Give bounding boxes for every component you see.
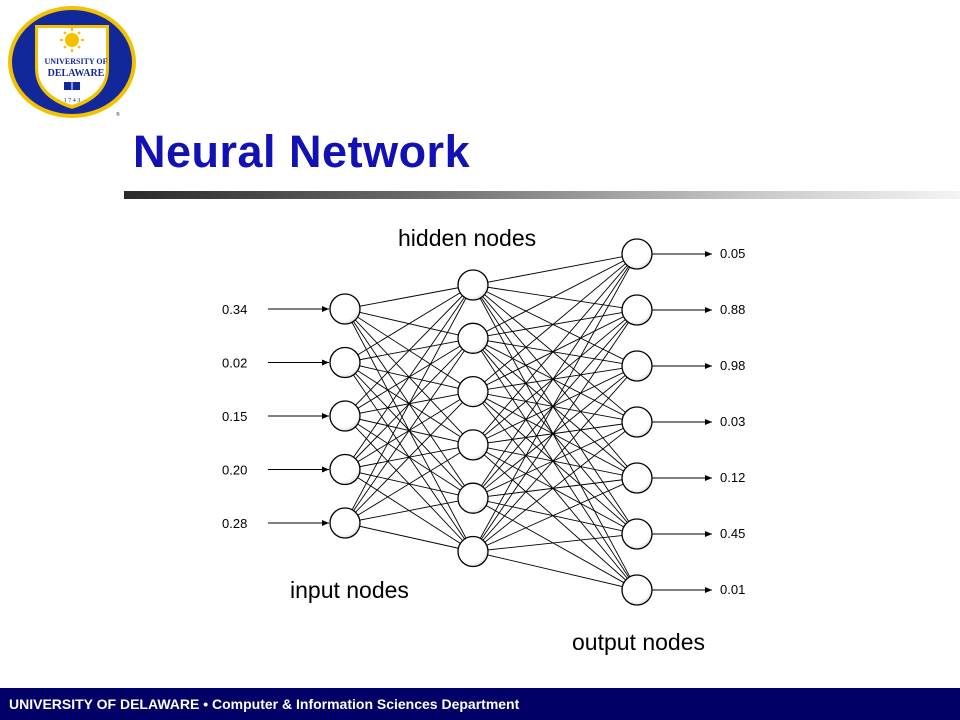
svg-text:®: ® bbox=[116, 111, 120, 118]
logo-upper-text: UNIVERSITY OF bbox=[44, 57, 107, 66]
hidden-node bbox=[457, 375, 489, 408]
connection-line bbox=[472, 421, 638, 552]
output-node bbox=[621, 294, 653, 326]
connection-line bbox=[344, 391, 474, 524]
io-arrows bbox=[268, 251, 712, 593]
network-nodes bbox=[329, 238, 653, 606]
connection-line bbox=[472, 477, 638, 499]
connection-line bbox=[472, 309, 638, 499]
output-node bbox=[621, 574, 653, 606]
connection-line bbox=[344, 284, 474, 417]
logo-year: 1 7 4 3 bbox=[64, 98, 81, 104]
university-seal-logo: UNIVERSITY OF DELAWARE UD 1 7 4 3 ® bbox=[8, 6, 136, 118]
connection-line bbox=[472, 253, 638, 286]
connection-line bbox=[472, 444, 638, 479]
connection-line bbox=[472, 309, 638, 552]
output-value: 0.45 bbox=[720, 526, 745, 541]
footer-bar: UNIVERSITY OF DELAWARE • Computer & Info… bbox=[0, 688, 960, 720]
connection-line bbox=[472, 497, 638, 591]
input-value: 0.28 bbox=[222, 516, 247, 531]
output-node bbox=[621, 238, 653, 270]
io-values: 0.34 0.02 0.15 0.20 0.28 0.05 0.88 0.98 0.03 0.12… bbox=[222, 246, 745, 597]
input-value: 0.02 bbox=[222, 356, 247, 371]
footer-text: UNIVERSITY OF DELAWARE • Computer & Info… bbox=[9, 696, 520, 712]
connection-line bbox=[472, 477, 638, 552]
connection-line bbox=[472, 444, 638, 591]
connection-line bbox=[472, 391, 638, 591]
connection-line bbox=[472, 284, 638, 311]
output-value: 0.01 bbox=[720, 582, 745, 597]
connection-line bbox=[472, 253, 638, 446]
output-node bbox=[621, 518, 653, 550]
hidden-node bbox=[457, 535, 489, 568]
connection-line bbox=[344, 284, 474, 470]
connection-line bbox=[472, 497, 638, 535]
connection-line bbox=[472, 391, 638, 535]
input-node bbox=[329, 346, 361, 379]
connection-line bbox=[472, 309, 638, 339]
input-nodes-label: input nodes bbox=[290, 577, 409, 603]
connection-line bbox=[472, 338, 638, 591]
connection-line bbox=[472, 284, 638, 591]
output-value: 0.03 bbox=[720, 414, 745, 429]
input-value: 0.20 bbox=[222, 463, 247, 478]
output-value: 0.88 bbox=[720, 302, 745, 317]
connection-line bbox=[472, 253, 638, 392]
connection-line bbox=[472, 309, 638, 446]
connection-line bbox=[472, 365, 638, 499]
hidden-node bbox=[457, 429, 489, 461]
connection-line bbox=[472, 337, 638, 423]
connection-line bbox=[344, 284, 474, 524]
connection-line bbox=[472, 337, 638, 479]
connection-line bbox=[472, 421, 638, 499]
input-node bbox=[329, 400, 361, 432]
connection-line bbox=[472, 421, 638, 446]
output-value: 0.98 bbox=[720, 358, 745, 373]
input-node bbox=[329, 293, 361, 325]
connection-line bbox=[472, 284, 638, 535]
output-node bbox=[621, 350, 653, 382]
connection-line bbox=[344, 497, 474, 524]
connection-line bbox=[472, 365, 638, 446]
slide-title: Neural Network bbox=[133, 126, 471, 177]
output-node bbox=[621, 406, 653, 438]
connection-line bbox=[472, 391, 638, 423]
input-value: 0.34 bbox=[222, 302, 247, 317]
connection-line bbox=[472, 253, 638, 339]
connection-line bbox=[344, 522, 474, 552]
connection-line bbox=[472, 337, 638, 367]
neural-network-diagram: 0.34 0.02 0.15 0.20 0.28 0.05 0.88 0.98 0.03 0.12… bbox=[222, 225, 745, 655]
connection-line bbox=[472, 391, 638, 479]
connection-lines bbox=[344, 253, 638, 591]
connection-line bbox=[472, 533, 638, 552]
connection-line bbox=[344, 284, 474, 363]
hidden-node bbox=[457, 482, 489, 514]
connection-line bbox=[472, 365, 638, 393]
connection-line bbox=[344, 338, 474, 524]
connection-line bbox=[472, 309, 638, 393]
connection-line bbox=[472, 444, 638, 535]
connection-line bbox=[472, 284, 638, 479]
connection-line bbox=[472, 284, 638, 367]
connection-line bbox=[344, 284, 474, 310]
hidden-node bbox=[457, 269, 489, 301]
connection-line bbox=[472, 284, 638, 423]
logo-lower-text: DELAWARE bbox=[48, 68, 105, 79]
output-nodes-label: output nodes bbox=[572, 629, 705, 655]
connection-line bbox=[472, 253, 638, 499]
input-node bbox=[329, 507, 361, 539]
title-divider bbox=[124, 191, 960, 199]
connection-line bbox=[472, 365, 638, 552]
connection-line bbox=[472, 253, 638, 552]
input-node bbox=[329, 453, 361, 486]
hidden-node bbox=[457, 322, 489, 354]
connection-line bbox=[472, 338, 638, 535]
input-value: 0.15 bbox=[222, 409, 247, 424]
output-value: 0.12 bbox=[720, 470, 745, 485]
connection-line bbox=[472, 551, 638, 591]
hidden-nodes-label: hidden nodes bbox=[398, 225, 536, 251]
connection-line bbox=[344, 444, 474, 524]
output-value: 0.05 bbox=[720, 246, 745, 261]
output-node bbox=[621, 462, 653, 494]
